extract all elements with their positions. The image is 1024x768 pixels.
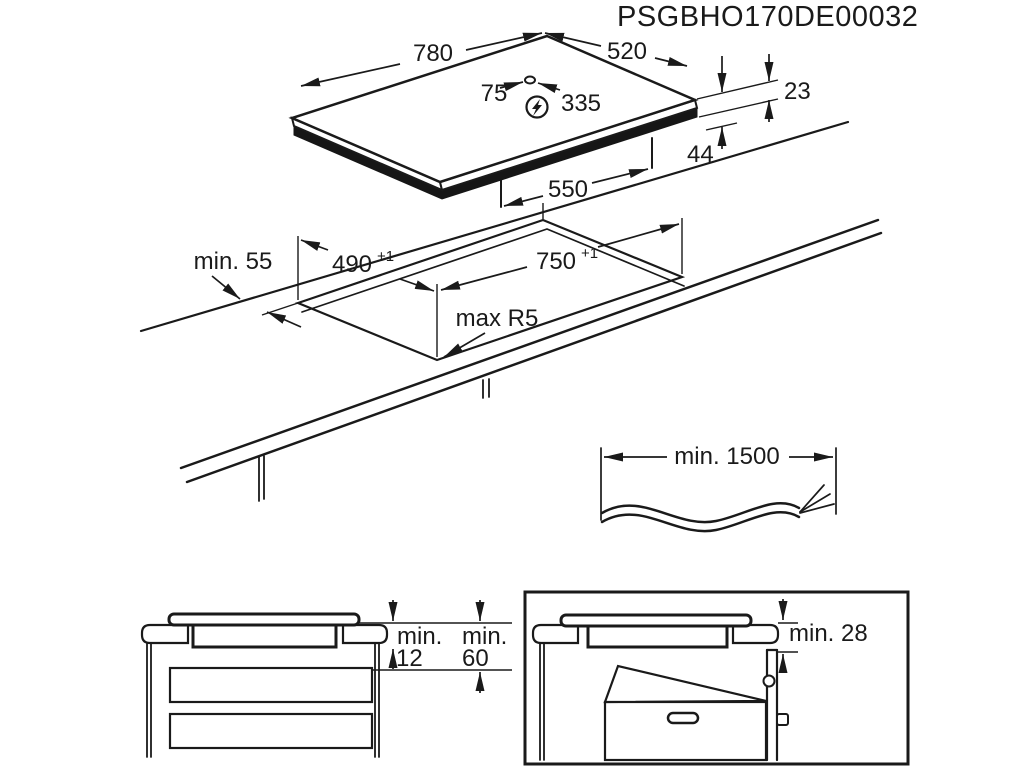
dim-hob-width: 780: [413, 40, 453, 67]
hob-glass-top: [288, 34, 699, 184]
product-code: PSGBHO170DE00032: [617, 1, 918, 33]
hob-glass-section-2: [559, 613, 753, 628]
oven-section-view: min. 28: [523, 590, 910, 766]
power-connection-icon: [525, 95, 549, 119]
hob-box-section: [191, 622, 338, 649]
drawer-upper: [168, 666, 374, 704]
dim-worktop-gap-prefix: min.: [462, 623, 507, 650]
worktop-back-edge: [139, 120, 850, 333]
dim-cutout-depth-tolerance: +1: [377, 248, 394, 265]
dim-box-width: 550: [548, 176, 588, 203]
oven-top: [603, 664, 767, 704]
oven-section-frame: [523, 590, 910, 766]
panel-screw: [776, 713, 789, 726]
oven-front: [603, 700, 768, 762]
dim-profile-height: 23: [784, 78, 811, 105]
dim-cable-offset-right: 335: [561, 90, 601, 117]
dim-drawer-gap-prefix: min.: [397, 623, 442, 650]
panel-knob: [762, 674, 776, 688]
hob-glass-section: [167, 612, 361, 627]
hob-dimensions: 780 520 75 335 23 44 550: [300, 32, 811, 207]
dim-worktop-gap-value: 60: [462, 645, 489, 672]
worktop-cutout-view: min. 55 490 +1 750 +1 max R5: [139, 120, 883, 502]
worktop-front-edge: [179, 218, 880, 470]
oven-handle: [666, 711, 700, 725]
mains-cable: [600, 502, 801, 524]
worktop-cutout: [294, 218, 686, 362]
dim-cutout-width-tolerance: +1: [581, 245, 598, 262]
dim-oven-clearance: min. 28: [789, 620, 868, 647]
cable-length-view: min. 1500: [600, 443, 837, 533]
drawer-lower: [168, 712, 374, 750]
cable-hole: [524, 75, 536, 85]
dim-rear-clearance: min. 55: [194, 248, 273, 275]
dim-corner-radius: max R5: [456, 305, 539, 332]
drawer-section-view: min. 12 min. 60: [140, 600, 512, 758]
dim-hob-depth: 520: [607, 38, 647, 65]
hob-isometric-view: [288, 34, 699, 208]
dim-cutout-width: 750: [536, 248, 576, 275]
dim-cable-offset-left: 75: [481, 80, 508, 107]
dim-cutout-depth: 490: [332, 251, 372, 278]
dim-cable-length: min. 1500: [674, 443, 779, 470]
hob-underbox: [501, 138, 652, 207]
dim-drawer-gap-value: 12: [396, 645, 423, 672]
